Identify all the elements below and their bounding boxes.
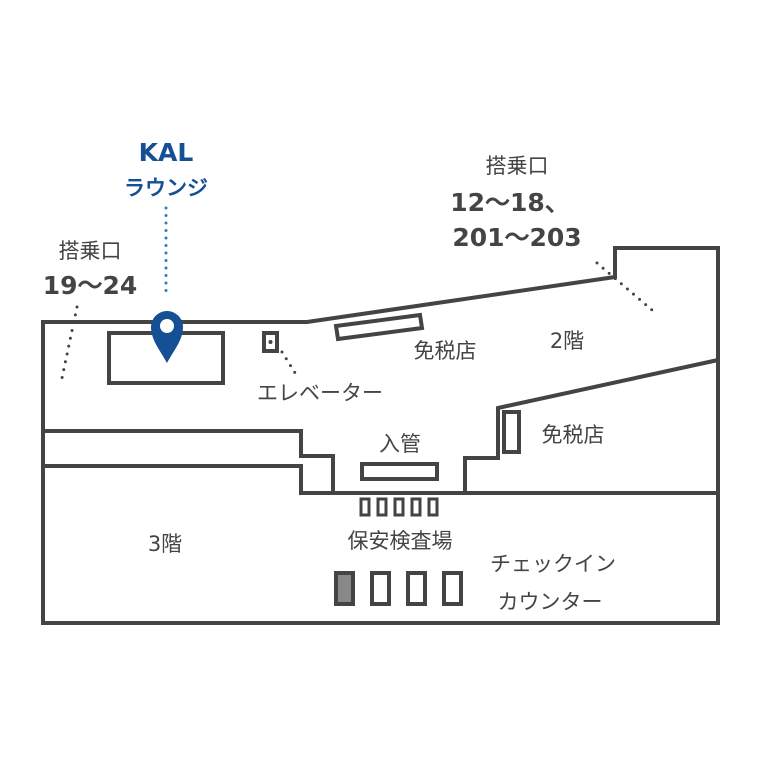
security-gates [359,497,439,517]
corridor-wall-lower [43,464,718,495]
lounge-sub: ラウンジ [124,176,208,200]
elevator-label: エレベーター [257,381,383,405]
floor-3-label: 3階 [148,532,182,556]
gate-left-leader [60,305,79,380]
security-label: 保安検査場 [348,529,453,553]
gate-right-range-1: 12～18、 [450,188,570,217]
immigration-desk [360,462,439,481]
checkin-label-1: チェックイン [490,552,616,576]
checkin-label-2: カウンター [498,590,603,614]
corridor-wall-upper [43,429,335,493]
gate-right-range-2: 201～203 [452,223,581,252]
duty-free-label-1: 免税店 [414,339,477,363]
duty-free-shop-1 [333,312,425,342]
right-wall [463,358,719,493]
immigration-label: 入管 [379,432,421,456]
gate-left-range: 19～24 [43,271,138,300]
duty-free-label-2: 免税店 [542,423,605,447]
outer-wall [41,246,720,625]
elevator-leader [280,350,299,378]
gate-right-label: 搭乗口 [486,154,549,178]
gate-left-label: 搭乗口 [59,239,122,263]
lounge-name: KAL [139,138,194,167]
duty-free-shop-2 [502,410,521,454]
gate-right-leader [595,261,654,312]
elevator-dot [268,340,273,344]
floor-2-label: 2階 [550,329,584,353]
location-pin-icon[interactable] [151,311,183,363]
checkin-counters [334,571,463,606]
